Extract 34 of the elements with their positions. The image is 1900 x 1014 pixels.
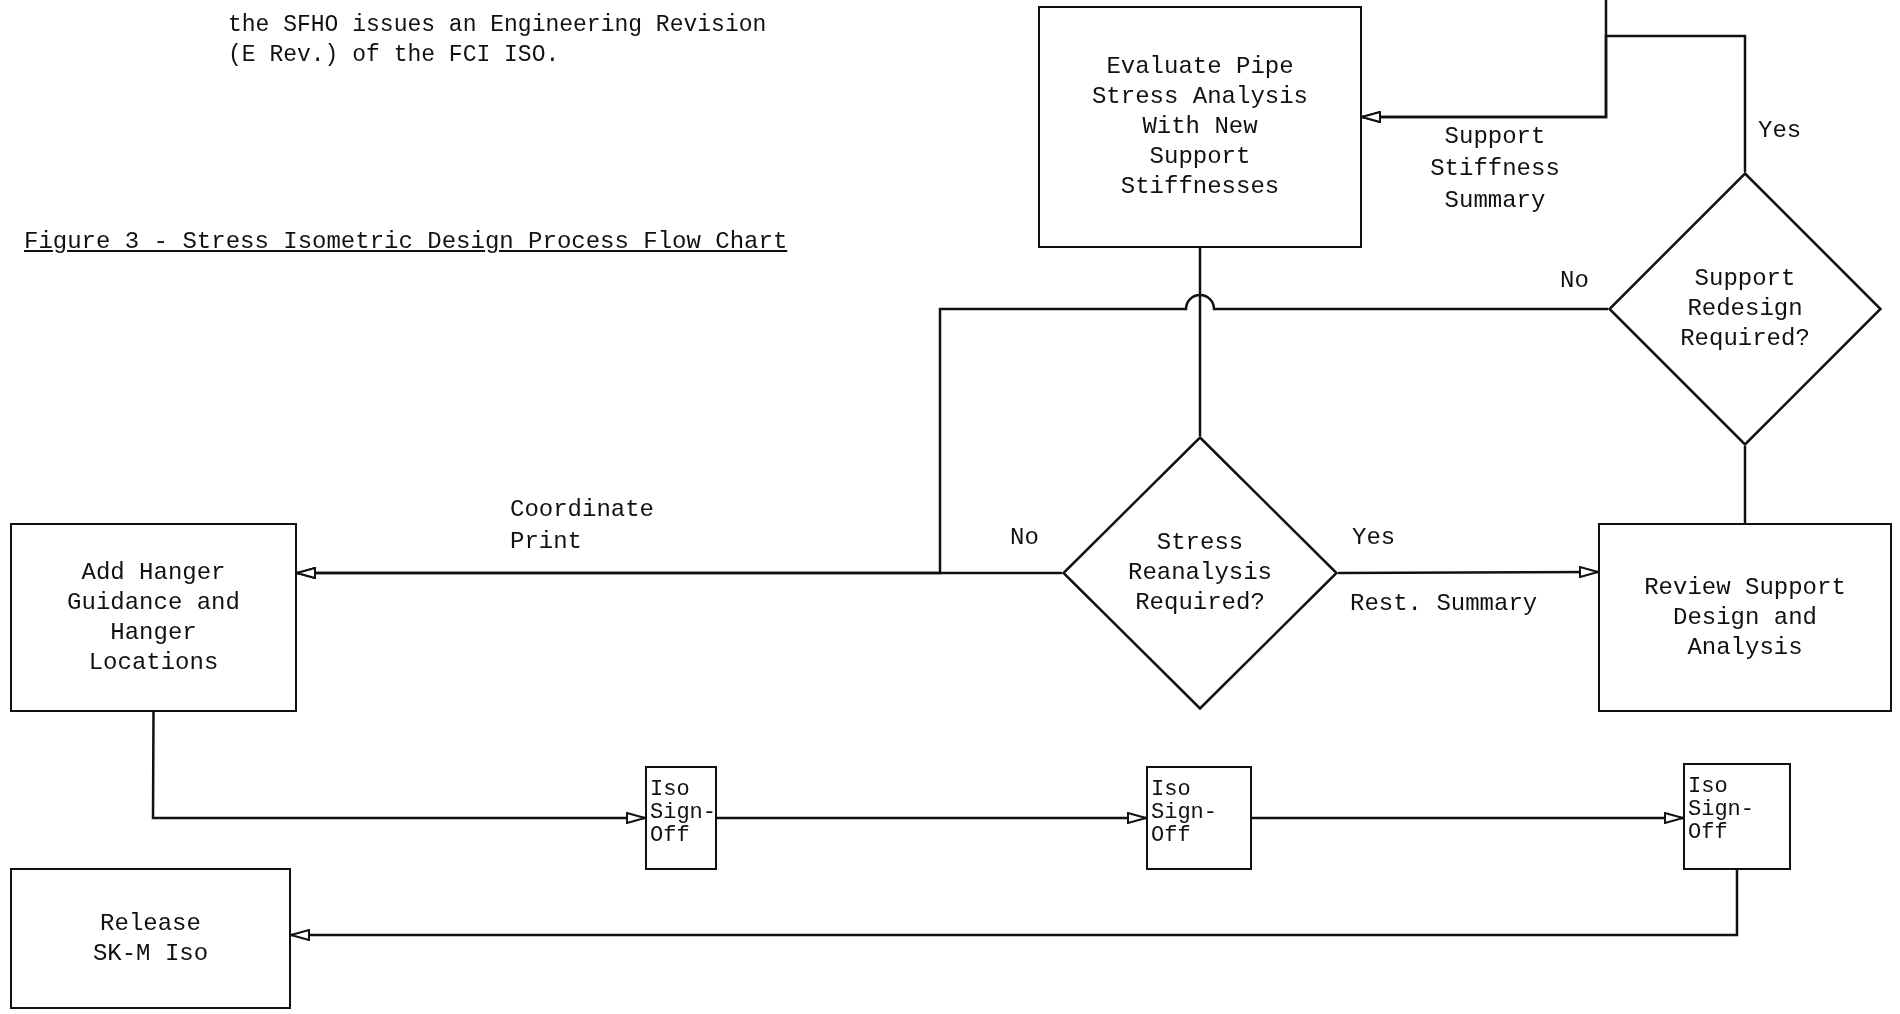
process-box [1598, 523, 1892, 712]
connector-arrow [1361, 34, 1747, 172]
node-text: Support Redesign Required? [1679, 264, 1811, 354]
connector-arrow [296, 567, 1062, 579]
annotation-text: Coordinate Print [510, 495, 656, 557]
connector-arrow [1338, 566, 1599, 579]
node-text: Evaluate Pipe Stress Analysis With New Support Stiffnesses [1090, 52, 1309, 202]
node-text: Review Support Design and Analysis [1643, 572, 1847, 663]
connector-arrow [151, 712, 646, 824]
sign-off-box [1683, 763, 1791, 870]
process-box [1038, 6, 1362, 248]
node-text: Iso Sign- Off [650, 778, 716, 847]
decision-diamond [1062, 436, 1338, 710]
node-text: Add Hanger Guidance and Hanger Locations [66, 557, 241, 678]
edge-label: Yes [1352, 523, 1396, 553]
node-text: Release SK-M Iso [91, 908, 210, 969]
edge-label: Yes [1758, 116, 1802, 146]
sign-off-box [1146, 766, 1252, 870]
figure-title: Figure 3 - Stress Isometric Design Process Flow Chart [24, 227, 788, 257]
connector-arrow [290, 870, 1739, 941]
edge-label: No [1010, 523, 1039, 553]
node-text: Iso Sign- Off [1151, 778, 1217, 847]
node-text: Stress Reanalysis Required? [1127, 528, 1273, 618]
edge-label: No [1560, 266, 1589, 296]
annotation-text: Rest. Summary [1350, 589, 1539, 619]
note-text: the SFHO issues an Engineering Revision (E Rev.) of the FCI ISO. [228, 11, 768, 70]
decision-diamond [1608, 172, 1882, 446]
edge-label: Support Stiffness Summary [1429, 122, 1561, 216]
connector-arrow [717, 812, 1147, 824]
connector-arrow [1252, 812, 1684, 824]
node-text: Iso Sign- Off [1688, 775, 1754, 844]
process-box [10, 523, 297, 712]
sign-off-box [645, 766, 717, 870]
process-box [10, 868, 291, 1009]
